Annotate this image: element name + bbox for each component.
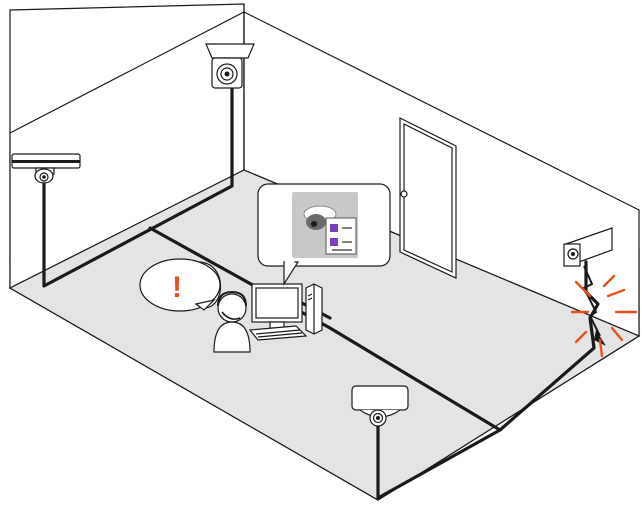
- alert-bubble: !: [139, 258, 222, 312]
- computer-monitor-icon: [251, 283, 303, 329]
- workstation: [213, 283, 323, 353]
- spark: [606, 288, 626, 298]
- dome-camera-icon: [351, 385, 409, 427]
- screen-callout: [257, 183, 391, 287]
- keyboard-icon: [248, 325, 308, 341]
- computer-tower-icon: [305, 283, 323, 335]
- dome-camera-checklist-icon: [292, 192, 358, 258]
- pan-tilt-camera-icon: [205, 43, 255, 89]
- cabling: [42, 78, 600, 500]
- lightning-icon: [582, 265, 606, 346]
- alert-sparks: [570, 274, 638, 358]
- cable-main-run: [148, 226, 502, 432]
- alert-icon: !: [172, 271, 182, 304]
- bullet-camera-icon: [563, 227, 613, 267]
- door: [399, 117, 457, 279]
- cable-left-camera: [42, 78, 234, 288]
- spark: [610, 326, 624, 342]
- spark: [598, 338, 604, 358]
- spark: [574, 330, 588, 344]
- person-icon: [213, 290, 251, 353]
- spark: [574, 280, 592, 298]
- spark: [602, 274, 616, 288]
- box-camera-icon: [11, 153, 81, 184]
